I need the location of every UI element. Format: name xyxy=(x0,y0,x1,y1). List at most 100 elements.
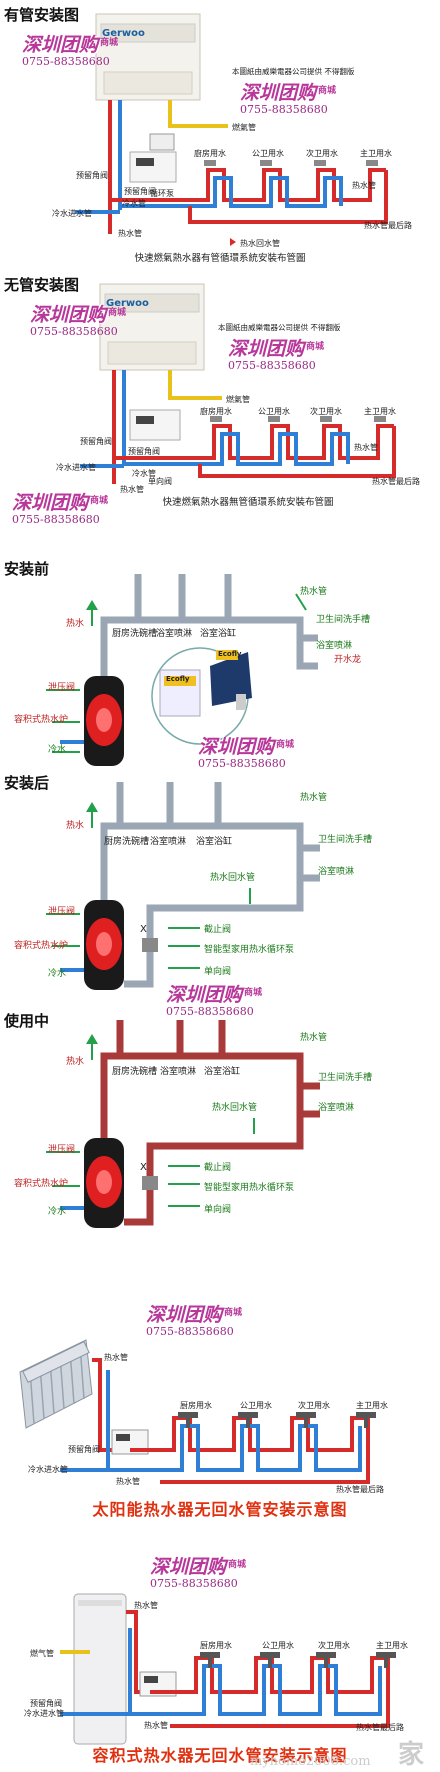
angle-valve-label: 预留角阀 xyxy=(30,1699,62,1708)
svg-text:X: X xyxy=(140,924,147,935)
hot-inlet-label: 热水管 xyxy=(104,1353,128,1362)
return-pipe-label: 热水回水管 xyxy=(240,239,280,248)
pub-bath-label: 公卫用水 xyxy=(262,1641,294,1650)
return-end-label: 热水管最后路 xyxy=(336,1485,384,1494)
hand-sink-label: 卫生间洗手槽 xyxy=(318,835,373,845)
hot-water-label: 热水 xyxy=(66,1057,85,1067)
section-title: 安装前 xyxy=(4,560,50,578)
angle-valve-label-1: 预留角阀 xyxy=(80,437,112,446)
site-watermark: 家 xyxy=(398,1740,426,1770)
tub-label: 浴室浴缸 xyxy=(196,837,233,847)
section-title: 安装后 xyxy=(4,774,50,792)
sub-bath-label: 次卫用水 xyxy=(298,1401,330,1410)
tub-label: 浴室浴缸 xyxy=(204,1067,241,1077)
copyright-note: 本圖紙由威樂電器公司提供 不得翻版 xyxy=(232,67,355,76)
hot-out-label: 热水管 xyxy=(354,443,378,452)
sub-bath-label: 次卫用水 xyxy=(310,407,342,416)
section-title: 使用中 xyxy=(4,1012,50,1030)
cold-inlet-label: 冷水进水管 xyxy=(56,463,96,472)
in-use-diagram: X xyxy=(46,1020,320,1228)
section-caption: 快速燃氣熱水器有管循環系統安裝布管圖 xyxy=(134,253,306,264)
hot-out-label: 热水管 xyxy=(352,181,376,190)
section-after-install: 安装后 X 厨房洗碗槽 浴室喷淋 浴室浴缸 热水管 卫生间洗手槽 浴室喷淋 热水… xyxy=(0,770,440,1018)
check-valve-label: 单向阀 xyxy=(204,967,232,977)
pump-label: 循环泵 xyxy=(150,189,174,198)
section-title: 有管安装图 xyxy=(4,6,80,24)
tank-label: 容积式热水炉 xyxy=(14,715,69,725)
cold-pipe-label: 冷水管 xyxy=(122,199,146,208)
cold-pipe-label: 冷水管 xyxy=(132,469,156,478)
section-storage-tank: 燃气管 热水管 厨房用水 公卫用水 次卫用水 主卫用水 预留角阀 冷水进水管 热… xyxy=(0,1548,440,1772)
hand-sink-label: 卫生间洗手槽 xyxy=(318,1073,373,1083)
main-bath-label: 主卫用水 xyxy=(364,407,396,416)
before-install-diagram xyxy=(46,574,318,766)
relief-valve-label: 泄压阀 xyxy=(48,907,76,917)
return-end-label: 热水管最后路 xyxy=(356,1723,404,1732)
shower-label: 浴室喷淋 xyxy=(160,1067,197,1077)
sink-label: 厨房洗碗槽 xyxy=(104,837,150,847)
shower2-label: 浴室喷淋 xyxy=(318,1103,355,1113)
copyright-note: 本圖紙由威樂電器公司提供 不得翻版 xyxy=(218,323,341,332)
brand-label: Gerwoo xyxy=(106,298,149,309)
section-caption: 太阳能热水器无回水管安装示意图 xyxy=(92,1500,348,1519)
section-solar: 热水管 厨房用水 公卫用水 次卫用水 主卫用水 预留角阀 冷水进水管 热水管 热… xyxy=(0,1300,440,1520)
hot-pipe-label: 热水管 xyxy=(300,587,328,597)
kitchen-label: 厨房用水 xyxy=(180,1401,212,1410)
cold-inlet-label: 冷水进水管 xyxy=(52,209,92,218)
gas-pipe-label: 燃氣管 xyxy=(232,123,256,132)
solar-diagram xyxy=(19,1339,376,1484)
return-pipe-label: 热水回水管 xyxy=(212,1103,258,1113)
return-end-label: 热水管最后路 xyxy=(372,477,420,486)
check-valve-label: 单向阀 xyxy=(204,1205,232,1215)
inset-brand-2: Ecofly xyxy=(218,650,242,658)
hot-water-label: 热水 xyxy=(66,619,85,629)
pump-label: 智能型家用热水循环泵 xyxy=(204,1183,295,1193)
pub-bath-label: 公卫用水 xyxy=(258,407,290,416)
relief-valve-label: 泄压阀 xyxy=(48,1145,76,1155)
section-title: 无管安装图 xyxy=(4,276,80,294)
hot-pipe-label: 热水管 xyxy=(118,229,142,238)
hot-pipe-label: 热水管 xyxy=(120,485,144,494)
main-bath-label: 主卫用水 xyxy=(360,149,392,158)
angle-valve-label-1: 预留角阀 xyxy=(76,171,108,180)
sub-bath-label: 次卫用水 xyxy=(306,149,338,158)
shower2-label: 浴室喷淋 xyxy=(316,641,353,651)
cold-water-label: 冷水 xyxy=(48,745,67,755)
svg-text:X: X xyxy=(140,1162,147,1173)
kitchen-label: 廚房用水 xyxy=(200,407,232,416)
sub-bath-label: 次卫用水 xyxy=(318,1641,350,1650)
gas-pipe-label: 燃氣管 xyxy=(226,395,250,404)
relief-valve-label: 泄压阀 xyxy=(48,683,76,693)
stop-valve-label: 截止阀 xyxy=(204,1163,232,1173)
return-end-label: 热水管最后路 xyxy=(364,221,412,230)
main-bath-label: 主卫用水 xyxy=(376,1641,408,1650)
section-before-install: 安装前 厨房洗碗槽 浴室喷淋 浴室浴缸 热水管 卫生间洗手槽 浴室喷淋 开水龙 … xyxy=(0,556,440,770)
pub-bath-label: 公卫用水 xyxy=(252,149,284,158)
return-pipe-label: 热水回水管 xyxy=(210,873,256,883)
hot-pipe-label: 热水管 xyxy=(116,1477,140,1486)
cold-tap-label: 开水龙 xyxy=(334,655,362,665)
storage-tank-diagram xyxy=(60,1593,396,1745)
with-return-pipe-diagram xyxy=(75,13,388,246)
tank-label: 容积式热水炉 xyxy=(14,941,69,951)
shower2-label: 浴室喷淋 xyxy=(318,867,355,877)
pub-bath-label: 公卫用水 xyxy=(240,1401,272,1410)
hot-pipe-label: 热水管 xyxy=(144,1721,168,1730)
cold-inlet-label: 冷水进水管 xyxy=(24,1709,64,1718)
section-with-return-pipe: 有管安装图 Gerwoo 本圖紙由威樂電器公司提供 不得翻版 燃氣管 廚房用水 … xyxy=(0,0,440,264)
after-install-diagram: X xyxy=(46,782,320,990)
shower-label: 浴室喷淋 xyxy=(150,837,187,847)
angle-valve-label-2: 预留角阀 xyxy=(124,187,156,196)
hand-sink-label: 卫生间洗手槽 xyxy=(316,615,371,625)
gas-pipe-label: 燃气管 xyxy=(30,1649,54,1658)
brand-label: Gerwoo xyxy=(102,28,145,39)
kitchen-label: 厨房用水 xyxy=(200,1641,232,1650)
cold-water-label: 冷水 xyxy=(48,1207,67,1217)
section-without-return-pipe: 无管安装图 Gerwoo 本圖紙由威樂電器公司提供 不得翻版 燃氣管 廚房用水 … xyxy=(0,270,440,546)
cold-water-label: 冷水 xyxy=(48,969,67,979)
